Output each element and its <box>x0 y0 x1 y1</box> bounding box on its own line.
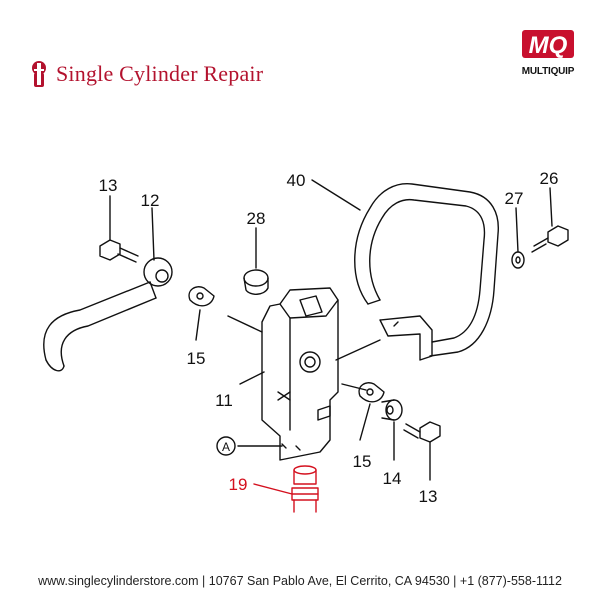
bracket-part-11 <box>261 287 339 461</box>
multiquip-logo: MQ MULTIQUIP <box>518 28 578 77</box>
handle-part-40 <box>354 183 499 361</box>
brand[interactable]: Single Cylinder Repair <box>28 60 263 88</box>
callout-27: 27 <box>505 189 524 208</box>
reference-circle-a <box>216 436 236 456</box>
page-footer: www.singlecylinderstore.com | 10767 San … <box>0 574 600 588</box>
brand-logo-icon <box>32 61 46 87</box>
callout-40: 40 <box>287 171 306 190</box>
fuel-hose-part-12 <box>43 257 173 372</box>
brand-name: Single Cylinder Repair <box>56 61 264 86</box>
callout-12: 12 <box>141 191 160 210</box>
bolt-part-26 <box>531 225 569 253</box>
leader-line-19 <box>253 483 293 495</box>
spacer-part-14 <box>381 399 403 421</box>
clip-part-15-left <box>188 286 215 307</box>
footer-phone[interactable]: +1 (877)-558-1112 <box>459 574 562 588</box>
callout-15-left: 15 <box>187 349 206 368</box>
callout-a: A <box>222 440 230 454</box>
leader-lines <box>109 179 553 481</box>
mq-logo-badge: MQ <box>522 30 574 59</box>
footer-address: 10767 San Pablo Ave, El Cerrito, CA 9453… <box>208 574 450 588</box>
footer-separator: | <box>202 574 206 588</box>
filter-part-19 <box>291 465 319 513</box>
cap-part-28 <box>243 269 269 295</box>
callout-14: 14 <box>383 469 402 488</box>
washer-part-27 <box>511 251 525 269</box>
page-header: Single Cylinder Repair MQ MULTIQUIP <box>0 0 600 110</box>
callout-15-right: 15 <box>353 452 372 471</box>
mq-logo-text: MQ <box>529 32 568 59</box>
footer-separator: | <box>453 574 457 588</box>
bolt-part-13-left <box>99 239 139 263</box>
callout-11: 11 <box>215 391 233 410</box>
callout-19: 19 <box>229 475 248 494</box>
multiquip-wordmark: MULTIQUIP <box>521 66 575 77</box>
clip-part-15-right <box>358 382 385 403</box>
callout-13-left: 13 <box>99 176 118 195</box>
callout-26: 26 <box>540 169 559 188</box>
footer-website-link[interactable]: www.singlecylinderstore.com <box>38 574 199 588</box>
bolt-part-13-right <box>403 421 441 443</box>
callout-28: 28 <box>247 209 266 228</box>
callout-13-right: 13 <box>419 487 438 506</box>
